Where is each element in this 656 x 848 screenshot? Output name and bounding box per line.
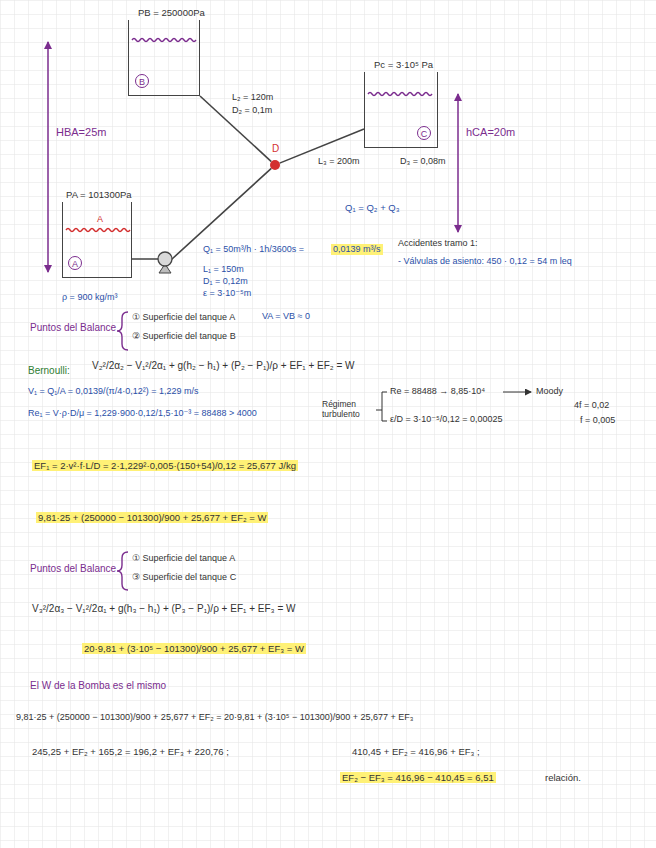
- tank-number: A: [68, 256, 82, 270]
- note-text: D₂ = 0,1m: [232, 105, 272, 116]
- note-text: Accidentes tramo 1:: [398, 238, 478, 249]
- water-line: [66, 229, 130, 232]
- pipe: [200, 96, 271, 162]
- bracket: [376, 392, 387, 421]
- note-text: ρ = 900 kg/m³: [62, 292, 117, 303]
- note-text: 9,81·25 + (250000 − 101300)/900 + 25,677…: [16, 712, 413, 723]
- note-text: 410,45 + EF₂ = 416,96 + EF₃ ;: [352, 746, 480, 757]
- note-text: ② Superficie del tanque B: [132, 331, 236, 342]
- tank-outline: C: [364, 72, 438, 148]
- note-text: Régimen turbulento: [322, 399, 374, 419]
- note-text: ① Superficie del tanque A: [132, 553, 235, 564]
- tank-number: C: [417, 126, 431, 140]
- water-line: [368, 93, 432, 96]
- note-text: L₃ = 200m: [318, 156, 359, 167]
- note-text: 245,25 + EF₂ + 165,2 = 196,2 + EF₃ + 220…: [32, 746, 229, 757]
- note-text: D₁ = 0,12m: [203, 276, 248, 287]
- note-text: ε/D = 3·10⁻⁵/0,12 = 0,00025: [390, 414, 503, 425]
- tank-number: B: [135, 74, 149, 88]
- brace: [117, 312, 128, 350]
- note-text: D₃ = 0,08m: [400, 156, 445, 167]
- note-text: Bernoulli:: [28, 365, 70, 377]
- tank-outline: B: [128, 20, 200, 96]
- note-text: L₂ = 120m: [232, 92, 273, 103]
- height-dimension: [457, 94, 459, 232]
- note-text: VA = VB ≈ 0: [262, 311, 310, 322]
- note-text: Puntos del Balance: [30, 563, 116, 575]
- note-text: L₁ = 150m: [203, 264, 244, 275]
- note-text: Moody: [536, 386, 563, 397]
- note-text: Q₁ = 50m³/h · 1h/3600s =: [203, 244, 304, 255]
- tank: Pc = 3·10⁵ Pa C: [364, 58, 438, 148]
- pump-symbol: [158, 252, 172, 266]
- tank-pressure: Pc = 3·10⁵ Pa: [374, 58, 438, 72]
- note-text: EF₂ − EF₃ = 416,96 − 410,45 = 6,51: [340, 772, 496, 783]
- note-text: 4f = 0,02: [574, 400, 609, 411]
- note-text: V₁ = Q₁/A = 0,0139/(π/4·0,12²) = 1,229 m…: [28, 386, 199, 397]
- tank-outline: AA: [62, 202, 132, 278]
- note-text: V₂²/2α₂ − V₁²/2α₁ + g(h₂ − h₁) + (P₂ − P…: [92, 360, 355, 372]
- note-text: ε = 3·10⁻⁵m: [203, 288, 251, 299]
- note-text: f = 0,005: [580, 415, 615, 426]
- tank: PA = 101300PaAA: [62, 188, 132, 278]
- note-text: - Válvulas de asiento: 450 · 0,12 = 54 m…: [398, 256, 572, 267]
- note-text: 0,0139 m³/s: [331, 244, 383, 255]
- note-text: Re₁ = V·ρ·D/μ = 1,229·900·0,12/1,5·10⁻³ …: [28, 408, 257, 419]
- note-text: relación.: [545, 772, 581, 783]
- note-text: ① Superficie del tanque A: [132, 312, 235, 323]
- note-text: Q₁ = Q₂ + Q₃: [345, 202, 400, 213]
- water-line: [132, 39, 196, 42]
- note-text: El W de la Bomba es el mismo: [30, 680, 166, 692]
- note-text: V₃²/2α₃ − V₁²/2α₁ + g(h₃ − h₁) + (P₃ − P…: [32, 603, 295, 615]
- note-text: 9,81·25 + (250000 − 101300)/900 + 25,677…: [36, 512, 268, 523]
- height-dimension: [47, 42, 49, 272]
- note-text: 20·9,81 + (3·10⁵ − 101300)/900 + 25,677 …: [82, 643, 306, 654]
- water-surface: [365, 72, 439, 148]
- junction-letter: D: [272, 143, 279, 154]
- tank: PB = 250000PaB: [128, 6, 200, 96]
- note-text: Puntos del Balance: [30, 322, 116, 334]
- brace: [117, 552, 128, 590]
- note-text: ③ Superficie del tanque C: [132, 572, 236, 583]
- tank-pressure: PB = 250000Pa: [138, 6, 200, 20]
- note-arrow: [503, 392, 531, 393]
- point-letter: A: [97, 214, 103, 224]
- note-text: EF₁ = 2·v²·f·L/D = 2·1,229²·0,005·(150+5…: [32, 460, 298, 471]
- note-text: HBA=25m: [56, 126, 106, 139]
- note-text: Re = 88488 → 8,85·10⁴: [390, 386, 485, 397]
- tank-pressure: PA = 101300Pa: [66, 188, 132, 202]
- junction-node: D: [270, 160, 280, 170]
- note-text: hCA=20m: [466, 126, 515, 139]
